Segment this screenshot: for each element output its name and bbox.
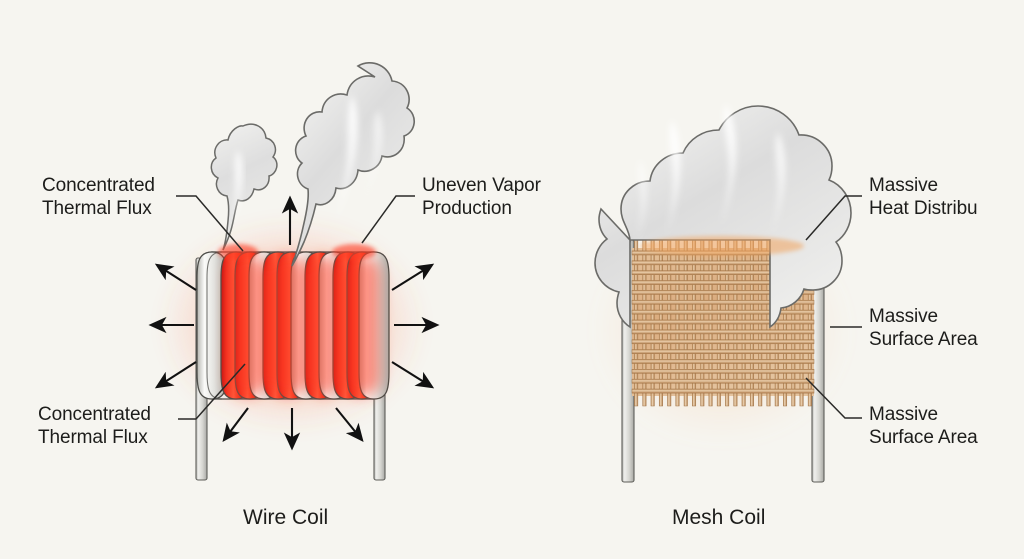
- mesh-wire-horizontal: [631, 290, 815, 295]
- mesh-wire-horizontal: [631, 339, 815, 345]
- label-line: Massive: [869, 404, 938, 425]
- wire-coil-vapor: [210, 62, 415, 267]
- label-line: Concentrated: [42, 175, 155, 196]
- heat-arrow-up-left: [154, 263, 197, 291]
- vapor-wisp: [229, 150, 243, 239]
- leader-uneven-vapor: [361, 195, 415, 244]
- vapor-cloud-wisps: [632, 104, 786, 262]
- label-line: Heat Distribu: [869, 198, 978, 219]
- label-line: Surface Area: [869, 329, 978, 350]
- heat-arrow-down-left-lower: [222, 407, 249, 443]
- vapor-cloud-outline: [594, 105, 852, 329]
- mesh-wire-horizontal: [631, 349, 815, 354]
- mesh-coil-vapor: [594, 104, 852, 329]
- wire-coil-panel: [148, 62, 440, 481]
- vapor-wisp: [363, 110, 383, 205]
- label-line: Thermal Flux: [42, 198, 152, 219]
- mesh-wire-horizontal: [631, 329, 815, 335]
- heat-arrow-down-right: [391, 361, 435, 389]
- label-line: Massive: [869, 175, 938, 196]
- heat-arrow-up-right: [391, 263, 435, 291]
- heat-arrows: [148, 195, 440, 451]
- label-line: Production: [422, 198, 512, 219]
- heat-arrow-down-right-lower: [335, 407, 364, 442]
- caption-wire-coil: Wire Coil: [243, 506, 329, 529]
- label-line: Thermal Flux: [38, 427, 148, 448]
- mesh-wire-horizontal: [631, 388, 815, 394]
- label-line: Massive: [869, 306, 938, 327]
- vapor-outline: [210, 123, 278, 251]
- mesh-wire-horizontal: [631, 319, 815, 325]
- mesh-wire-horizontal: [631, 299, 815, 305]
- label-line: Surface Area: [869, 427, 978, 448]
- mesh-wire-horizontal: [631, 369, 815, 374]
- vapor-plume-small: [210, 123, 278, 251]
- label-line: Uneven Vapor: [422, 175, 541, 196]
- wire-leader-lines: [176, 195, 415, 420]
- leader-concentrated-bottom: [178, 363, 246, 420]
- vapor-base-glow: [640, 236, 804, 256]
- mesh-wire-horizontal: [631, 359, 815, 364]
- leader-massive-heat: [805, 195, 862, 241]
- leader-concentrated-top: [176, 195, 244, 252]
- caption-mesh-coil: Mesh Coil: [672, 506, 766, 529]
- coil-hot-bloom: [228, 256, 380, 396]
- heat-arrow-down-left: [154, 361, 197, 389]
- vapor-plume-large: [291, 62, 415, 267]
- wire-coil-body: [196, 251, 390, 400]
- vapor-base-glow: [218, 244, 258, 260]
- coil-wrap-inner: [206, 251, 223, 400]
- mesh-leader-lines: [805, 195, 862, 419]
- leader-massive-surface-lower: [805, 377, 862, 419]
- mesh-wire-horizontal: [631, 378, 815, 384]
- label-line: Concentrated: [38, 404, 151, 425]
- vapor-base-glow: [332, 244, 376, 260]
- mesh-coil-panel: [592, 104, 862, 483]
- vapor-wisp: [333, 95, 359, 233]
- mesh-wire-horizontal: [631, 309, 815, 315]
